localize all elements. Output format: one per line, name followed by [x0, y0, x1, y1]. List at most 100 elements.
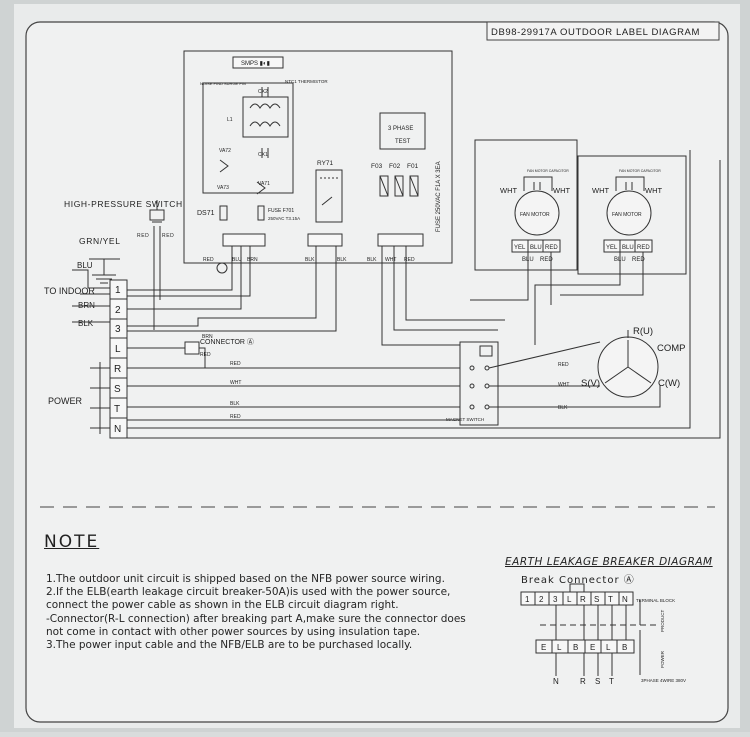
- fan-left-capacitor: FAN MOTOR CAPACITOR: [527, 169, 569, 173]
- elb-cell-t: T: [608, 595, 613, 604]
- test-label: TEST: [395, 139, 411, 145]
- pcb-wire-red: RED: [203, 257, 214, 263]
- elb-cell-3: 3: [553, 595, 558, 604]
- pcb-wire-brn: BRN: [247, 257, 258, 263]
- hp-wire-red-1: RED: [137, 233, 149, 239]
- main-wires: [127, 150, 721, 439]
- elb-cell-l: L: [567, 595, 572, 604]
- fuse-f701-label: FUSE F701: [268, 208, 294, 214]
- fan-right-w1: BLU: [614, 257, 626, 263]
- product-label: PRODUCT: [660, 609, 665, 632]
- comp-c-label: C(W): [658, 378, 680, 389]
- pcb-labels: SMPS ▮◐▮ NOISE FIND SURGE FIN NTC1 THERM…: [197, 61, 442, 263]
- va72-label: VA72: [219, 148, 231, 154]
- elb-cell-e2: E: [590, 643, 595, 652]
- fan-right-capacitor: FAN MOTOR CAPACITOR: [619, 169, 661, 173]
- fan-left-t1: YEL: [514, 245, 526, 251]
- pcb-wire-red-2: RED: [404, 257, 415, 263]
- elb-cell-l1: L: [557, 643, 562, 652]
- note-line: 1.The outdoor unit circuit is shipped ba…: [46, 573, 445, 585]
- wire-label-blk-2: BLK: [558, 405, 568, 411]
- wire-label-blk-1: BLK: [230, 401, 240, 407]
- fan-left-motor: FAN MOTOR: [520, 212, 550, 218]
- pcb-wire-blu: BLU: [232, 257, 242, 263]
- hp-switch-symbol: [89, 200, 165, 330]
- terminal-block-label: TERMINAL BLOCK: [636, 598, 675, 603]
- power-side-label: POWER: [660, 650, 665, 668]
- diagram-title: DB98-29917A OUTDOOR LABEL DIAGRAM: [491, 27, 700, 38]
- hp-switch-label: HIGH-PRESSURE SWITCH: [64, 199, 183, 209]
- elb-title: EARTH LEAKAGE BREAKER DIAGRAM: [505, 556, 713, 568]
- fan-left-wht-r: WHT: [553, 186, 570, 195]
- fan-box-left: [474, 139, 578, 271]
- note-line: 2.If the ELB(earth leakage circuit break…: [46, 586, 451, 599]
- va73-label: VA73: [217, 185, 229, 191]
- grn-yel-label: GRN/YEL: [79, 236, 121, 246]
- three-phase-label: 3 PHASE: [388, 126, 413, 132]
- pcb-wire-blk-3: BLK: [367, 257, 377, 263]
- wire-label-red-3: RED: [558, 362, 569, 368]
- terminal-r: R: [114, 364, 121, 375]
- terminal-3: 3: [115, 324, 121, 335]
- elb-cell-b1: B: [573, 643, 578, 652]
- pcb-wire-blk-1: BLK: [305, 257, 315, 263]
- hp-wire-red-2: RED: [162, 233, 174, 239]
- terminal-l: L: [115, 344, 121, 355]
- note-line: 3.The power input cable and the NFB/ELB …: [46, 639, 413, 652]
- terminal-1: 1: [115, 285, 121, 296]
- pcb-board: [183, 50, 453, 274]
- elb-cell-n: N: [622, 595, 628, 604]
- compressor-labels: R(U) COMP S(V) C(W): [581, 326, 686, 389]
- l1-label: L1: [227, 117, 233, 123]
- f03-label: F03: [371, 163, 383, 170]
- fan-left-w1: BLU: [522, 257, 534, 263]
- elb-diagram: [520, 583, 658, 676]
- elb-bottom-n: N: [553, 677, 559, 686]
- f01-label: F01: [407, 163, 419, 170]
- fan-right-t1: YEL: [606, 245, 618, 251]
- note-line: -Connector(R-L connection) after breakin…: [46, 612, 466, 625]
- wire-label-wht-1: WHT: [230, 380, 241, 386]
- fan-left-w2: RED: [540, 257, 553, 263]
- fan-right-wht-r: WHT: [645, 186, 662, 195]
- fan-left-wht-l: WHT: [500, 186, 517, 195]
- comp-r-label: R(U): [633, 326, 653, 337]
- elb-cell-r: R: [580, 595, 586, 604]
- terminal-t: T: [114, 404, 120, 415]
- connector-wire-red: RED: [200, 352, 211, 358]
- fan-left-labels: FAN MOTOR CAPACITOR FAN MOTOR WHT WHT YE…: [500, 169, 570, 263]
- elb-cell-l2: L: [606, 643, 611, 652]
- to-indoor-label: TO INDOOR: [44, 286, 95, 296]
- note-line: connect the power cable as shown in the …: [46, 599, 399, 612]
- elb-bottom-t: T: [609, 677, 614, 686]
- pcb-wire-blk-2: BLK: [337, 257, 347, 263]
- f02-label: F02: [389, 163, 401, 170]
- va71-label: VA71: [258, 181, 270, 187]
- elb-cell-b2: B: [622, 643, 627, 652]
- fan-left-t3: RED: [545, 245, 558, 251]
- fuse-f701-rating: 250VAC T3.15A: [268, 216, 300, 221]
- noise-filter-label: NOISE FIND SURGE FIN: [200, 81, 246, 86]
- ry71-label: RY71: [317, 160, 334, 167]
- cx1-label: CX1: [258, 152, 268, 158]
- wire-label-red-2: RED: [230, 414, 241, 420]
- fan-right-motor: FAN MOTOR: [612, 212, 642, 218]
- input-wires: [72, 269, 110, 434]
- elb-supply-label: 3PHASE 4WIRE 380V: [641, 678, 686, 683]
- wire-label-red-1: RED: [230, 361, 241, 367]
- wire-label-wht-2: WHT: [558, 382, 569, 388]
- elb-bottom-s: S: [595, 677, 600, 686]
- elb-cell-1: 1: [525, 595, 530, 604]
- terminal-2: 2: [115, 305, 121, 316]
- indoor-wire-blu: BLU: [77, 261, 93, 270]
- elb-cell-e1: E: [541, 643, 546, 652]
- fan-box-right: [577, 155, 687, 275]
- connector-a-label: CONNECTOR Ⓐ: [200, 338, 254, 346]
- magnet-switch-label: MAGNET SWITCH: [446, 417, 484, 422]
- terminal-n: N: [114, 424, 121, 435]
- fan-right-t2: BLU: [622, 245, 634, 251]
- fan-right-labels: FAN MOTOR CAPACITOR FAN MOTOR WHT WHT YE…: [592, 169, 662, 263]
- notes-block: 1.The outdoor unit circuit is shipped ba…: [46, 573, 516, 652]
- terminal-labels: 1 2 3 L R S T N: [114, 285, 121, 435]
